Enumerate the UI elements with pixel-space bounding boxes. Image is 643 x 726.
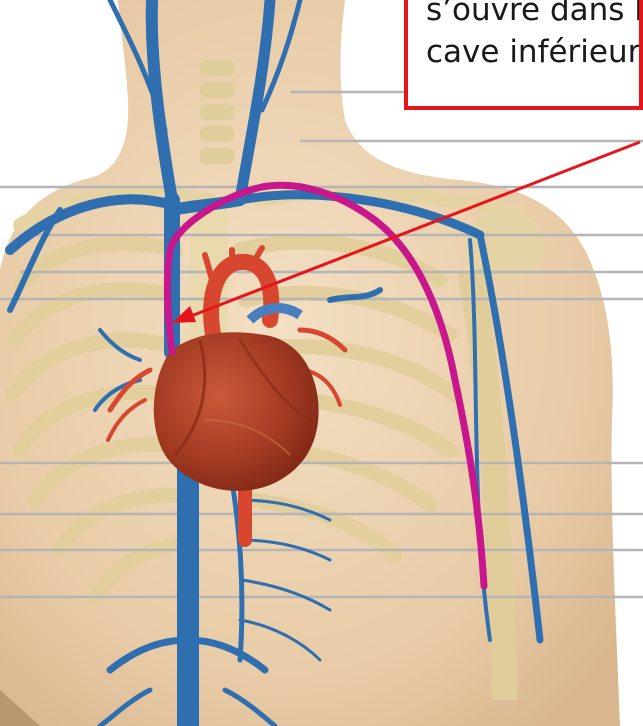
callout-text-line-1: s’ouvre dans la veine: [426, 0, 643, 28]
annotation-callout: s’ouvre dans la veine cave inférieure: [404, 0, 643, 110]
cervical-spine: [200, 60, 234, 164]
callout-text-line-2: cave inférieure: [426, 34, 643, 70]
